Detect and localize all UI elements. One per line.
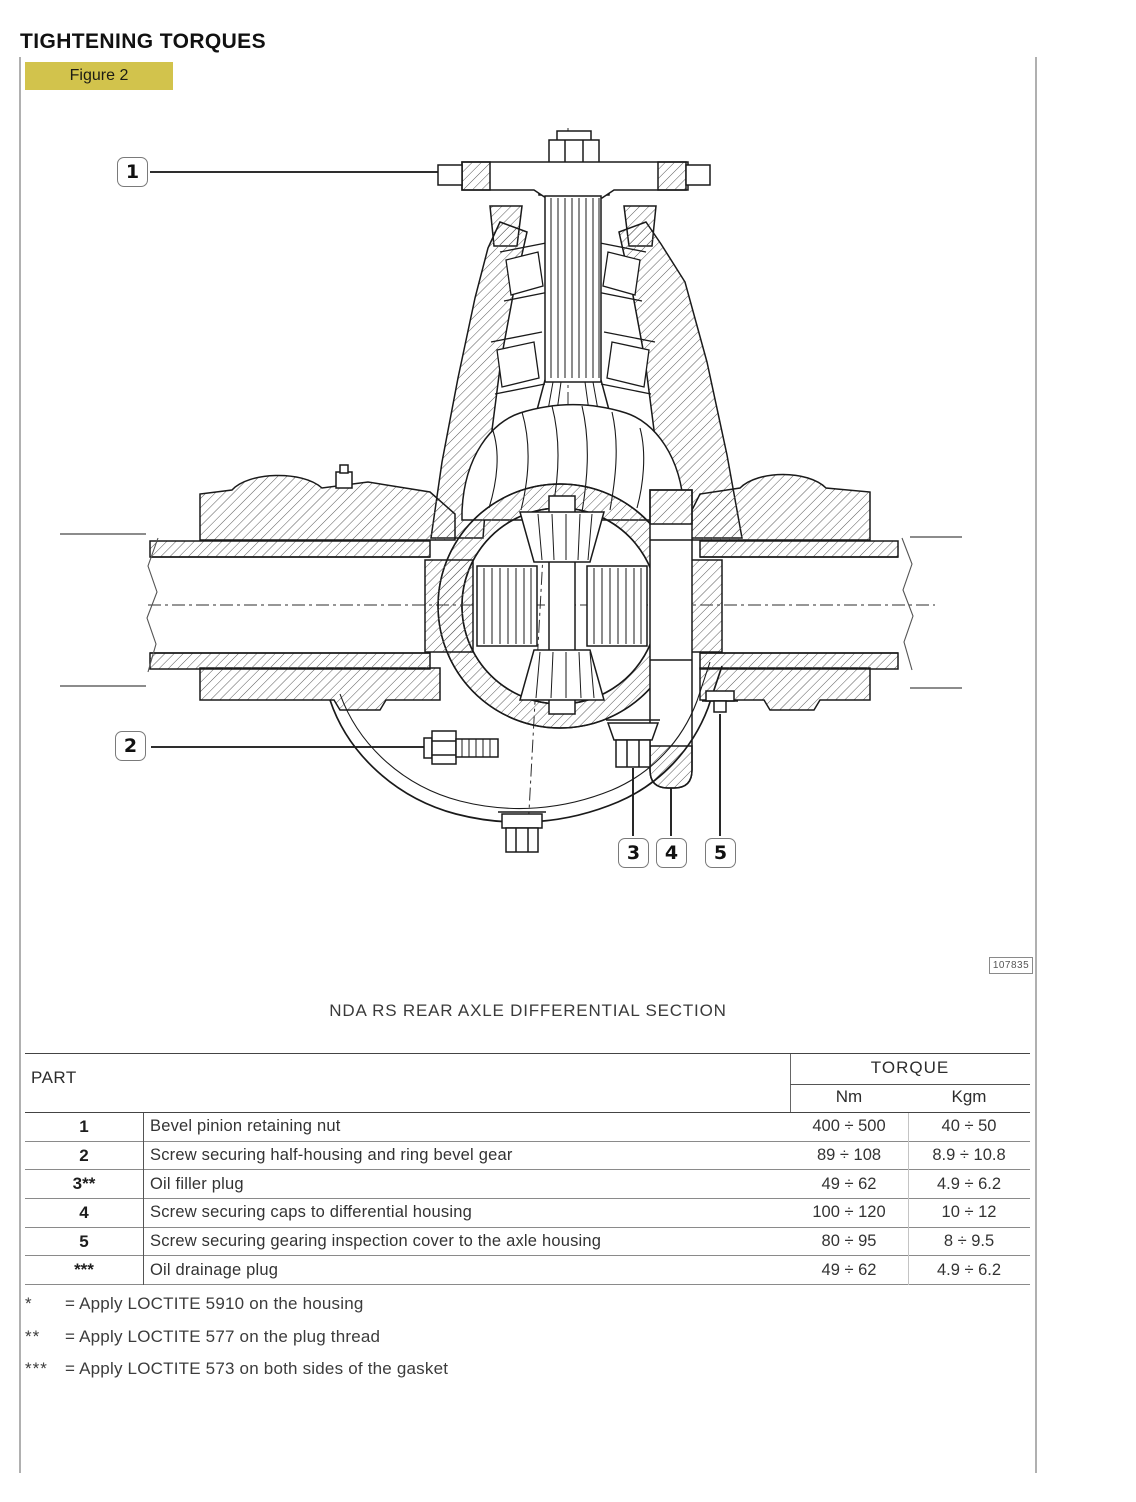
- callout-2: 2: [115, 731, 146, 761]
- footnote: * = Apply LOCTITE 5910 on the housing: [25, 1288, 1025, 1321]
- table-row: 4 Screw securing caps to differential ho…: [25, 1199, 1030, 1228]
- table-row: 3** Oil filler plug 49 ÷ 62 4.9 ÷ 6.2: [25, 1170, 1030, 1200]
- table-row: 1 Bevel pinion retaining nut 400 ÷ 500 4…: [25, 1113, 1030, 1142]
- footnote-symbol: *: [25, 1294, 33, 1314]
- torque-table-header: PART TORQUE Nm Kgm: [25, 1053, 1030, 1113]
- part-number: ***: [74, 1260, 94, 1280]
- table-row: 5 Screw securing gearing inspection cove…: [25, 1228, 1030, 1257]
- torque-kgm: 4.9 ÷ 6.2: [936, 1174, 1002, 1193]
- part-description: Screw securing gearing inspection cover …: [150, 1232, 602, 1251]
- footnote-text: = Apply LOCTITE 5910 on the housing: [65, 1294, 364, 1314]
- callout-1: 1: [117, 157, 148, 187]
- unit-header-kgm: Kgm: [951, 1087, 987, 1106]
- units-column-separator: [908, 1113, 909, 1286]
- axle-tube-right: [699, 536, 962, 689]
- axle-tube-left: [60, 533, 431, 687]
- part-description: Screw securing half-housing and ring bev…: [150, 1146, 513, 1165]
- footnote-text: = Apply LOCTITE 577 on the plug thread: [65, 1326, 381, 1346]
- footnote-symbol: **: [25, 1326, 41, 1346]
- torque-nm: 400 ÷ 500: [812, 1117, 886, 1136]
- cover-screw: [702, 690, 738, 713]
- part-number: 5: [79, 1231, 89, 1251]
- differential-assembly: [424, 483, 723, 789]
- page-border-right: [1035, 57, 1037, 1473]
- half-housing-screw: [423, 730, 499, 765]
- torque-kgm: 4.9 ÷ 6.2: [936, 1260, 1002, 1279]
- torque-nm: 49 ÷ 62: [821, 1260, 877, 1279]
- footnote: *** = Apply LOCTITE 573 on both sides of…: [25, 1353, 1025, 1386]
- torque-column-header: TORQUE: [870, 1058, 950, 1077]
- oil-drainage-plug: [498, 811, 546, 853]
- oil-filler-plug: [606, 719, 660, 768]
- image-reference-number: 107835: [989, 957, 1033, 974]
- figure-label-badge: Figure 2: [25, 62, 173, 90]
- footnote-symbol: ***: [25, 1359, 48, 1379]
- unit-header-nm: Nm: [835, 1087, 863, 1106]
- torque-nm: 49 ÷ 62: [821, 1174, 877, 1193]
- torque-nm: 80 ÷ 95: [821, 1232, 877, 1251]
- torque-underline: [790, 1084, 1030, 1085]
- callout-4: 4: [656, 838, 687, 868]
- page-border-left: [19, 57, 21, 1473]
- part-description: Screw securing caps to differential hous…: [150, 1203, 472, 1222]
- figure-caption: NDA RS REAR AXLE DIFFERENTIAL SECTION: [329, 1001, 727, 1020]
- axle-housing-castings: [199, 464, 871, 711]
- number-column-separator: [143, 1113, 144, 1286]
- callout-5: 5: [705, 838, 736, 868]
- torque-table: PART TORQUE Nm Kgm 1 Bevel pinion retain…: [25, 1053, 1030, 1286]
- torque-kgm: 8.9 ÷ 10.8: [932, 1146, 1006, 1165]
- torque-kgm: 8 ÷ 9.5: [943, 1232, 995, 1251]
- part-number: 2: [79, 1145, 89, 1165]
- torque-nm: 100 ÷ 120: [812, 1203, 886, 1222]
- torque-nm: 89 ÷ 108: [816, 1146, 882, 1165]
- torque-kgm: 10 ÷ 12: [941, 1203, 997, 1222]
- part-number: 3**: [72, 1174, 96, 1194]
- callout-3: 3: [618, 838, 649, 868]
- footnotes: * = Apply LOCTITE 5910 on the housing **…: [25, 1288, 1025, 1386]
- header-separator: [790, 1054, 791, 1113]
- part-column-header: PART: [31, 1068, 77, 1087]
- part-description: Oil drainage plug: [150, 1260, 279, 1279]
- part-description: Oil filler plug: [150, 1174, 244, 1193]
- table-row: *** Oil drainage plug 49 ÷ 62 4.9 ÷ 6.2: [25, 1256, 1030, 1286]
- pinion-nut-and-flange: [437, 130, 711, 199]
- part-number: 4: [79, 1202, 89, 1222]
- footnote: ** = Apply LOCTITE 577 on the plug threa…: [25, 1321, 1025, 1354]
- part-number: 1: [79, 1116, 89, 1136]
- table-row: 2 Screw securing half-housing and ring b…: [25, 1142, 1030, 1171]
- torque-table-body: 1 Bevel pinion retaining nut 400 ÷ 500 4…: [25, 1112, 1030, 1286]
- pinion-bearings: [490, 242, 656, 395]
- torque-kgm: 40 ÷ 50: [941, 1117, 997, 1136]
- footnote-text: = Apply LOCTITE 573 on both sides of the…: [65, 1359, 449, 1379]
- page-title: TIGHTENING TORQUES: [20, 30, 266, 53]
- part-description: Bevel pinion retaining nut: [150, 1117, 341, 1136]
